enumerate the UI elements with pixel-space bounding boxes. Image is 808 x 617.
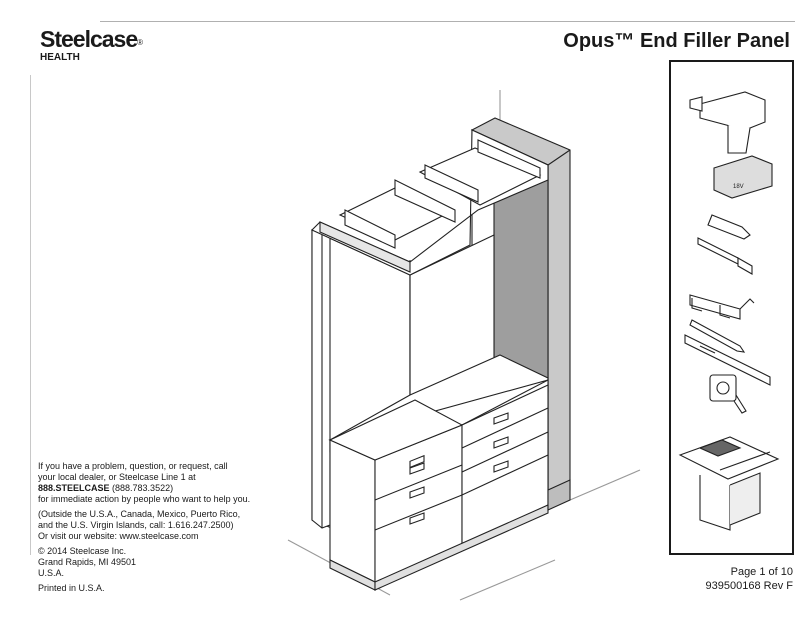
- tools-panel: [669, 60, 794, 555]
- page-number: Page 1 of 10: [730, 566, 793, 578]
- svg-text:18V: 18V: [733, 184, 744, 190]
- steelcase-logo: Steelcase®: [40, 26, 143, 52]
- document-number: 939500168 Rev F: [705, 580, 793, 592]
- level-icon: [684, 334, 771, 386]
- table-saw-icon: [678, 436, 780, 531]
- header-rule: [100, 21, 795, 22]
- page-footer: Page 1 of 10 939500168 Rev F: [706, 565, 793, 593]
- screwdriver-bit-icon: [707, 214, 751, 240]
- safety-glasses-icon: [689, 294, 755, 320]
- contact-line: for immediate action by people who want …: [38, 494, 251, 504]
- drill-icon: 18V: [689, 91, 773, 199]
- address-city: Grand Rapids, MI 49501: [38, 557, 137, 567]
- contact-line: and the U.S. Virgin Islands, call: 1.616…: [38, 520, 234, 530]
- copyright: © 2014 Steelcase Inc.: [38, 546, 127, 556]
- tape-measure-icon: [709, 374, 747, 414]
- page-title: Opus™ End Filler Panel: [563, 30, 790, 52]
- contact-website: Or visit our website: www.steelcase.com: [38, 531, 199, 541]
- contact-line: If you have a problem, question, or requ…: [38, 461, 228, 471]
- bit-holder-icon: [697, 237, 753, 275]
- phone-number: (888.783.3522): [109, 483, 174, 493]
- phone-word: 888.STEELCASE: [38, 483, 110, 493]
- margin-rule: [30, 75, 31, 555]
- address-country: U.S.A.: [38, 568, 65, 578]
- brand-mark: ®: [137, 38, 143, 47]
- pencil-icon: [689, 319, 746, 353]
- contact-line: your local dealer, or Steelcase Line 1 a…: [38, 472, 196, 482]
- contact-phone: 888.STEELCASE (888.783.3522): [38, 483, 278, 494]
- contact-line: (Outside the U.S.A., Canada, Mexico, Pue…: [38, 509, 241, 519]
- contact-block: If you have a problem, question, or requ…: [38, 461, 278, 594]
- brand-name: Steelcase: [40, 26, 138, 52]
- division-label: HEALTH: [40, 52, 80, 63]
- printed-in: Printed in U.S.A.: [38, 583, 105, 593]
